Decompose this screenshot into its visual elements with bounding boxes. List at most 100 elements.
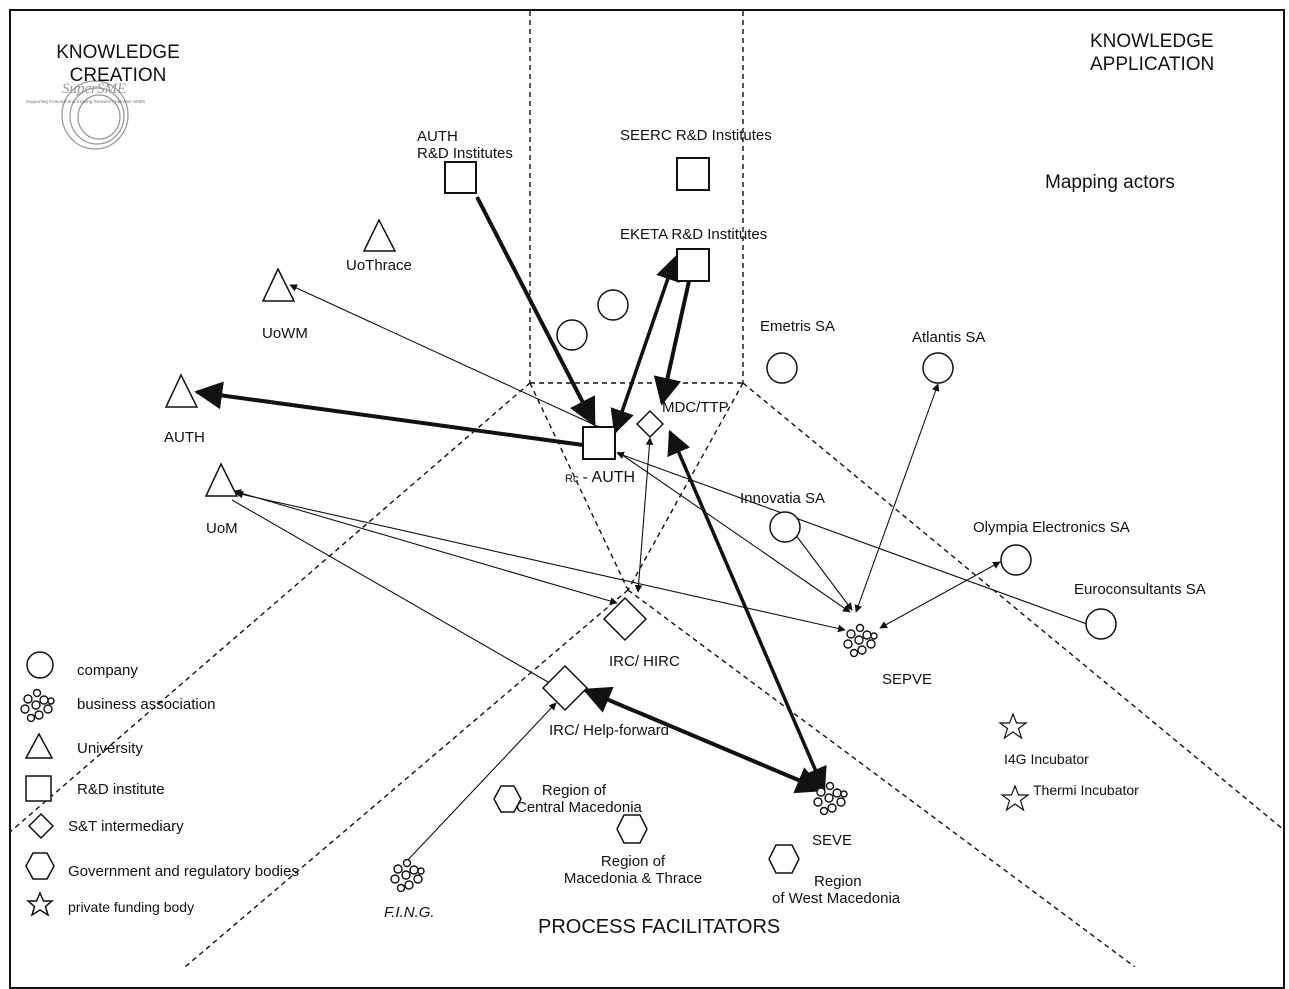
boundary-line — [184, 589, 629, 967]
legend-label-st-intermediary: S&T intermediary — [68, 818, 184, 835]
zone-boundaries — [9, 11, 1285, 967]
label-uowm: UoWM — [262, 325, 308, 342]
legend-label-university: University — [77, 740, 143, 757]
arrow-mdc-to-uowm — [289, 284, 600, 428]
svg-text:SuperSME: SuperSME — [62, 81, 126, 97]
university-uom — [204, 462, 239, 497]
arrow-fing-irchelp — [404, 702, 557, 864]
boundary-line — [9, 382, 531, 833]
arrow-sepve-olympia — [879, 561, 1001, 629]
label-emetris: Emetris SA — [760, 318, 836, 335]
label-sepve: SEPVE — [882, 671, 933, 688]
label-line: R&D Institutes — [417, 145, 513, 162]
svg-text:Supporting Potential and Exist: Supporting Potential and Existing Resear… — [26, 99, 146, 104]
label-uom: UoM — [206, 520, 238, 537]
label-seerc: SEERC R&D Institutes — [620, 127, 772, 144]
zone-label-facilitators: PROCESS FACILITATORS — [538, 916, 781, 938]
label-fing: F.I.N.G. — [384, 904, 435, 921]
legend-private-funding-icon — [25, 891, 55, 917]
rd-institute-eketa — [676, 248, 710, 282]
arrow-rc-to-auth — [194, 381, 584, 447]
zone-label-line: KNOWLEDGE — [56, 42, 180, 63]
rd-institute-rc-auth — [582, 426, 616, 460]
company-unnamed — [597, 289, 629, 321]
relationship-arrows — [194, 196, 1096, 864]
label-innovatia: Innovatia SA — [740, 490, 826, 507]
university-uothrace — [362, 218, 397, 252]
label-mdc-ttp: MDC/TTP — [662, 399, 729, 416]
zone-label-line: CREATION — [69, 65, 167, 86]
arrow-uom-sepve — [235, 490, 846, 633]
company-unnamed — [556, 319, 588, 351]
label-auth: AUTH — [164, 429, 205, 446]
arrow-eketa-to-mdc — [653, 280, 691, 406]
legend-business-association-icon — [20, 688, 55, 723]
intermediary-mdc-ttp — [635, 409, 665, 439]
legend-label-rd-institute: R&D institute — [77, 781, 165, 798]
legend-label-government: Government and regulatory bodies — [68, 863, 299, 880]
supersme-logo: SuperSME Supporting Potential and Existi… — [26, 80, 146, 150]
legend-rd-institute-icon — [25, 775, 52, 802]
label-seve: SEVE — [812, 832, 853, 849]
label-region-thrace: Region of Macedonia & Thrace — [556, 853, 710, 887]
zone-label-creation: KNOWLEDGE CREATION — [38, 41, 198, 87]
label-rc-auth: Rc - AUTH — [565, 469, 635, 488]
boundary-line — [627, 589, 1136, 967]
label-line: Region of — [600, 853, 666, 870]
university-uowm — [261, 267, 296, 302]
intermediary-irc-hirc — [602, 596, 648, 642]
arrow-irchelp-seve — [582, 686, 825, 794]
label-line: AUTH — [417, 128, 458, 145]
rd-institute-auth — [444, 161, 477, 194]
label-irc-help: IRC/ Help-forward — [549, 722, 670, 739]
company-olympia — [1000, 544, 1032, 576]
diagram-title: Mapping actors — [1045, 172, 1175, 193]
label-line: Central Macedonia — [516, 799, 642, 816]
company-atlantis — [922, 352, 954, 384]
business-association-sepve — [843, 623, 878, 658]
label-thermi: Thermi Incubator — [1033, 782, 1139, 798]
university-auth — [164, 373, 199, 408]
label-auth-rd: AUTH R&D Institutes — [417, 128, 513, 162]
label-eketa: EKETA R&D Institutes — [620, 226, 768, 243]
legend-label-company: company — [77, 662, 138, 679]
label-region-west: Region of West Macedonia — [772, 873, 900, 907]
zone-label-application: KNOWLEDGE APPLICATION — [1090, 30, 1214, 76]
legend-symbols — [20, 651, 55, 917]
legend-st-intermediary-icon — [27, 812, 55, 840]
arrow-uom-irchirc — [233, 489, 618, 605]
arrow-rc-sepve — [617, 451, 851, 613]
legend-label-business-association: business association — [77, 696, 216, 713]
company-innovatia — [769, 511, 801, 543]
label-atlantis: Atlantis SA — [912, 329, 986, 346]
government-region-thrace — [616, 814, 648, 844]
arrow-rc-eketa — [610, 255, 680, 435]
label-uothrace: UoThrace — [346, 257, 412, 274]
label-i4g: I4G Incubator — [1004, 751, 1089, 767]
arrow-sepve-atlantis — [854, 383, 940, 613]
arrow-uom-irchelp — [231, 499, 556, 687]
company-emetris — [766, 352, 798, 384]
funding-thermi — [1000, 784, 1030, 812]
diagram-canvas: SuperSME Supporting Potential and Existi… — [9, 11, 1285, 967]
company-euroconsultants — [1085, 608, 1117, 640]
zone-label-line: KNOWLEDGE — [1090, 31, 1214, 52]
legend-label-private-funding: private funding body — [68, 899, 195, 915]
label-line: Region — [814, 873, 862, 890]
business-association-fing — [390, 858, 425, 893]
label-line: Macedonia & Thrace — [563, 870, 703, 887]
legend-company-icon — [26, 651, 54, 679]
label-euroconsultants: Euroconsultants SA — [1074, 581, 1206, 598]
label-line: Region of — [541, 782, 607, 799]
zone-label-line: APPLICATION — [1090, 54, 1215, 75]
government-region-central — [493, 785, 522, 813]
funding-i4g — [998, 712, 1028, 740]
rd-institute-seerc — [676, 157, 710, 191]
intermediary-irc-help — [541, 664, 589, 712]
arrow-innovatia-sepve — [791, 529, 853, 611]
label-olympia: Olympia Electronics SA — [973, 519, 1130, 536]
label-rc-name: - AUTH — [582, 469, 636, 486]
legend-university-icon — [24, 732, 54, 759]
label-rc-prefix: Rc — [565, 473, 579, 485]
label-line: of West Macedonia — [772, 890, 901, 907]
